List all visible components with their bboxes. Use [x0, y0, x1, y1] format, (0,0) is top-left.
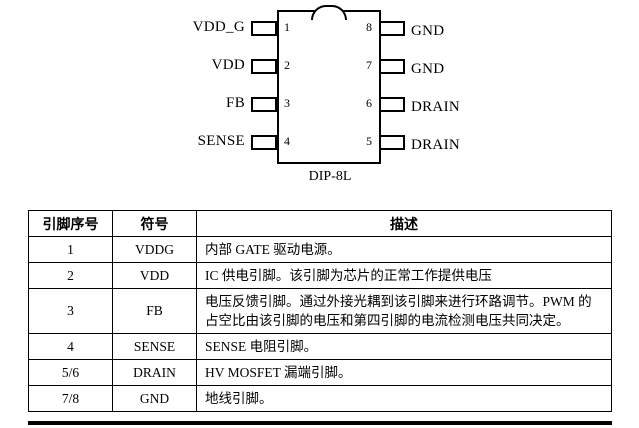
pin-number-2: 2	[284, 58, 290, 72]
pin-description-table: 引脚序号 符号 描述 1 VDDG 内部 GATE 驱动电源。 2 VDD IC…	[28, 210, 612, 412]
cell-pin-number: 7/8	[28, 385, 113, 412]
cell-description: SENSE 电阻引脚。	[196, 333, 612, 360]
pin-number-3: 3	[284, 96, 290, 110]
table-row: 3 FB 电压反馈引脚。通过外接光耦到该引脚来进行环路调节。PWM 的占空比由该…	[28, 288, 612, 334]
pin-rect-4	[251, 135, 277, 150]
cell-description: HV MOSFET 漏端引脚。	[196, 359, 612, 386]
cell-symbol: SENSE	[112, 333, 197, 360]
pin-rect-8	[379, 21, 405, 36]
header-symbol: 符号	[112, 210, 197, 237]
cell-pin-number: 1	[28, 236, 113, 263]
pin-label-drain-6: DRAIN	[411, 99, 460, 115]
cell-description: 内部 GATE 驱动电源。	[196, 236, 612, 263]
cell-symbol: DRAIN	[112, 359, 197, 386]
package-label: DIP-8L	[308, 169, 352, 184]
pin-number-8: 8	[366, 20, 372, 34]
pin-rect-3	[251, 97, 277, 112]
table-row: 7/8 GND 地线引脚。	[28, 385, 612, 412]
header-pin-number: 引脚序号	[28, 210, 113, 237]
table-row: 2 VDD IC 供电引脚。该引脚为芯片的正常工作提供电压	[28, 262, 612, 289]
cell-pin-number: 5/6	[28, 359, 113, 386]
table-row: 1 VDDG 内部 GATE 驱动电源。	[28, 236, 612, 263]
cell-symbol: VDDG	[112, 236, 197, 263]
pin-label-sense: SENSE	[197, 133, 245, 149]
pin-label-vdd: VDD	[211, 57, 245, 73]
pin-number-7: 7	[366, 58, 372, 72]
pin-label-vdd-g: VDD_G	[192, 19, 245, 35]
pin-number-4: 4	[284, 134, 290, 148]
page-bottom-rule	[28, 421, 612, 425]
pin-rect-7	[379, 59, 405, 74]
cell-pin-number: 2	[28, 262, 113, 289]
cell-symbol: VDD	[112, 262, 197, 289]
pin-label-drain-5: DRAIN	[411, 137, 460, 153]
pin-number-1: 1	[284, 20, 290, 34]
pin-diagram: 1 2 3 4 8 7 6 5 VDD_G VDD FB SENSE GND G…	[0, 0, 639, 200]
pin-label-fb: FB	[226, 95, 245, 111]
cell-symbol: FB	[112, 288, 197, 334]
pin-number-5: 5	[366, 134, 372, 148]
chip-body	[277, 10, 381, 164]
cell-symbol: GND	[112, 385, 197, 412]
cell-description: 电压反馈引脚。通过外接光耦到该引脚来进行环路调节。PWM 的占空比由该引脚的电压…	[196, 288, 612, 334]
header-description: 描述	[196, 210, 612, 237]
pin-number-6: 6	[366, 96, 372, 110]
table-header-row: 引脚序号 符号 描述	[28, 210, 612, 237]
pin-label-gnd-8: GND	[411, 23, 445, 39]
pin-rect-5	[379, 135, 405, 150]
pin-rect-6	[379, 97, 405, 112]
cell-description: IC 供电引脚。该引脚为芯片的正常工作提供电压	[196, 262, 612, 289]
cell-description: 地线引脚。	[196, 385, 612, 412]
chip-notch-icon	[311, 5, 347, 20]
table-row: 5/6 DRAIN HV MOSFET 漏端引脚。	[28, 359, 612, 386]
cell-pin-number: 3	[28, 288, 113, 334]
pin-rect-2	[251, 59, 277, 74]
cell-pin-number: 4	[28, 333, 113, 360]
table-row: 4 SENSE SENSE 电阻引脚。	[28, 333, 612, 360]
pin-rect-1	[251, 21, 277, 36]
pin-label-gnd-7: GND	[411, 61, 445, 77]
